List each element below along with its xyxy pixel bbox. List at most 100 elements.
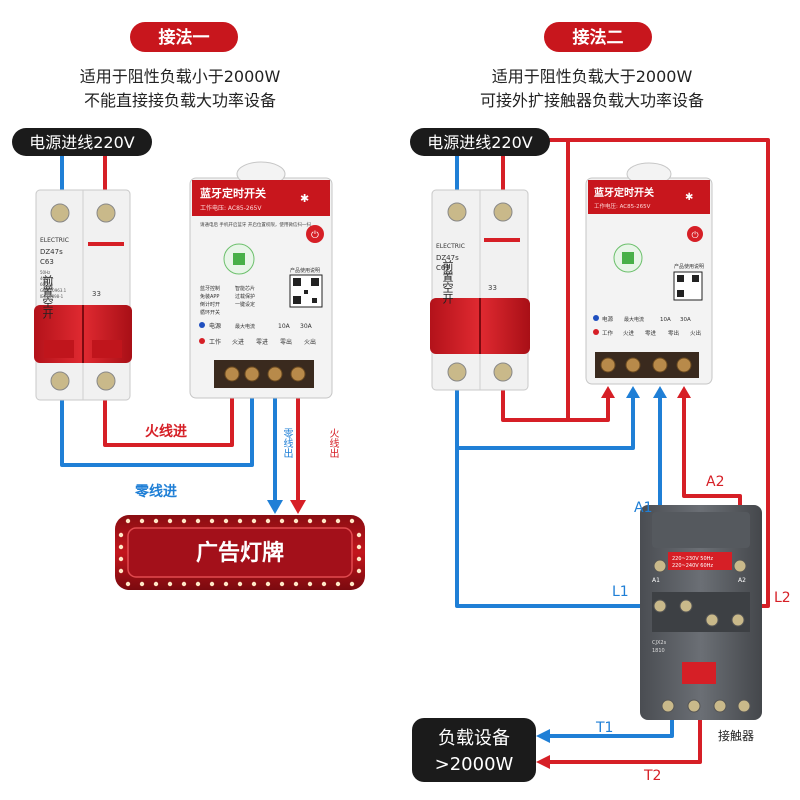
sign-bulb: [118, 532, 124, 538]
m1-sign-label: 广告灯牌: [196, 540, 284, 566]
method2-panel: 接法二 适用于阻性负载大于2000W 可接外扩接触器负载大功率设备: [410, 22, 791, 784]
m1-work-indicator-label: 工作: [209, 338, 221, 346]
sign-bulb: [223, 581, 229, 587]
sign-bulb: [167, 518, 173, 524]
method2-caption-line2: 可接外扩接触器负载大功率设备: [480, 91, 704, 110]
m1-breaker-rating: C63: [40, 258, 54, 266]
m2-terminal-label: 火出: [690, 329, 701, 337]
sign-bulb: [293, 518, 299, 524]
m2-contactor-model1: CJX2s: [652, 640, 667, 646]
sign-bulb: [209, 518, 215, 524]
m2-switch-header: [588, 180, 710, 214]
sign-bulb: [125, 581, 131, 587]
m1-terminal-screw: [267, 366, 283, 382]
m2-a1-label: A1: [634, 500, 652, 516]
m1-max-current-label: 最大电流: [235, 323, 255, 330]
sign-bulb: [279, 581, 285, 587]
power-indicator-icon: [593, 315, 599, 321]
m1-power-in-label: 电源进线220V: [29, 133, 135, 152]
m1-terminal-screw: [244, 366, 260, 382]
m1-breaker-spec: 400V~: [40, 276, 54, 281]
m2-work-indicator-label: 工作: [602, 329, 614, 337]
m2-arrow-neutral-out: [653, 386, 667, 398]
m2-contactor-screw: [661, 699, 675, 713]
work-indicator-icon: [593, 329, 599, 335]
m2-current-30a: 30A: [680, 317, 691, 323]
m1-arrow-fire-out: [290, 500, 306, 514]
m2-terminal-label: 火进: [623, 329, 635, 337]
sign-bulb: [335, 518, 341, 524]
m2-t1-wire: [548, 720, 674, 738]
m2-t1-label: T1: [595, 720, 613, 736]
m2-breaker-rating: C63: [436, 264, 450, 272]
m1-fire-in-label: 火线进: [145, 423, 187, 440]
sign-bulb: [195, 518, 201, 524]
sign-bulb: [307, 581, 313, 587]
sign-bulb: [118, 544, 124, 550]
m2-power-in-label: 电源进线220V: [427, 133, 533, 152]
m2-terminal-screw: [652, 357, 668, 373]
m2-contactor-screw: [705, 613, 719, 627]
m1-power-in-pill: [12, 128, 152, 156]
m2-contactor-model2: 1810: [652, 648, 665, 654]
sign-bulb: [356, 532, 362, 538]
method2-badge: [544, 22, 652, 52]
m2-breaker-screw: [447, 202, 467, 222]
sign-bulb: [349, 518, 355, 524]
bluetooth-icon: ✱: [300, 192, 309, 205]
sign-bulb: [356, 544, 362, 550]
m2-breaker-model: DZ47s: [436, 254, 459, 262]
method1-caption-line1: 适用于阻性负载小于2000W: [80, 67, 281, 86]
m2-l2-label: L2: [774, 590, 791, 606]
m1-breaker-screw: [96, 203, 116, 223]
m1-feature: 过载保护: [235, 293, 255, 300]
sign-bulb: [265, 518, 271, 524]
method1-badge: [130, 22, 238, 52]
method2-caption-line1: 适用于阻性负载大于2000W: [492, 67, 693, 86]
m1-current-30a: 30A: [300, 323, 313, 330]
sign-bulb: [349, 581, 355, 587]
power-indicator-icon: [199, 322, 205, 328]
m2-contactor-indicator: [682, 662, 716, 684]
sign-bulb: [321, 581, 327, 587]
m2-breaker-screw: [493, 362, 513, 382]
method1-wires: [60, 145, 300, 505]
m1-breaker-side-num: 33: [92, 290, 101, 298]
m2-breaker-brand: ELECTRIC: [436, 243, 465, 250]
m2-arrow-t1: [536, 729, 550, 743]
sign-bulb: [251, 518, 257, 524]
power-button-icon: [306, 225, 324, 243]
m1-switch-voltage: 工作电压: AC85-265V: [200, 204, 262, 212]
svg-text:⏻: ⏻: [311, 230, 319, 241]
sign-bulb: [118, 556, 124, 562]
m2-arrow-t2: [536, 755, 550, 769]
m2-fire-in-wire: [501, 390, 610, 422]
m2-contactor-screw: [653, 559, 667, 573]
m2-contactor-label: 接触器: [718, 728, 754, 743]
m1-terminal-label: 零进: [256, 338, 268, 346]
m1-terminal-label: 零出: [280, 338, 292, 346]
m2-l1-wire: [455, 448, 658, 608]
method1-panel: 接法一 适用于阻性负载小于2000W 不能直接接负载大功率设备 电源进线220V: [10, 22, 365, 590]
m2-breaker-side-num: 33: [488, 284, 497, 292]
m1-neutral-in-wire: [60, 390, 254, 467]
sign-bulb: [223, 518, 229, 524]
sign-bulb: [195, 581, 201, 587]
m2-load-line1: 负载设备: [438, 728, 510, 749]
m2-contactor-screw: [731, 613, 745, 627]
m1-breaker-spec: 6000A: [40, 282, 53, 287]
m2-qr-label: 产品使用说明: [674, 263, 704, 270]
m1-breaker-brand: ELECTRIC: [40, 237, 69, 244]
m2-terminal-screw: [600, 357, 616, 373]
m1-ad-sign: 广告灯牌: [115, 515, 365, 590]
sign-bulb: [293, 581, 299, 587]
power-button-icon: [687, 226, 703, 242]
m1-feature: 一键设定: [235, 301, 255, 308]
m2-contactor-screw: [737, 699, 751, 713]
sign-bulb: [153, 581, 159, 587]
sign-bulb: [356, 568, 362, 574]
m1-breaker-spec: 50Hz: [40, 270, 50, 275]
m2-terminal-label: 零进: [645, 329, 657, 337]
m1-bt-switch: 蓝牙定时开关 工作电压: AC85-265V ✱ ⏻ 请通电后 手机开启蓝牙 开…: [189, 161, 333, 399]
